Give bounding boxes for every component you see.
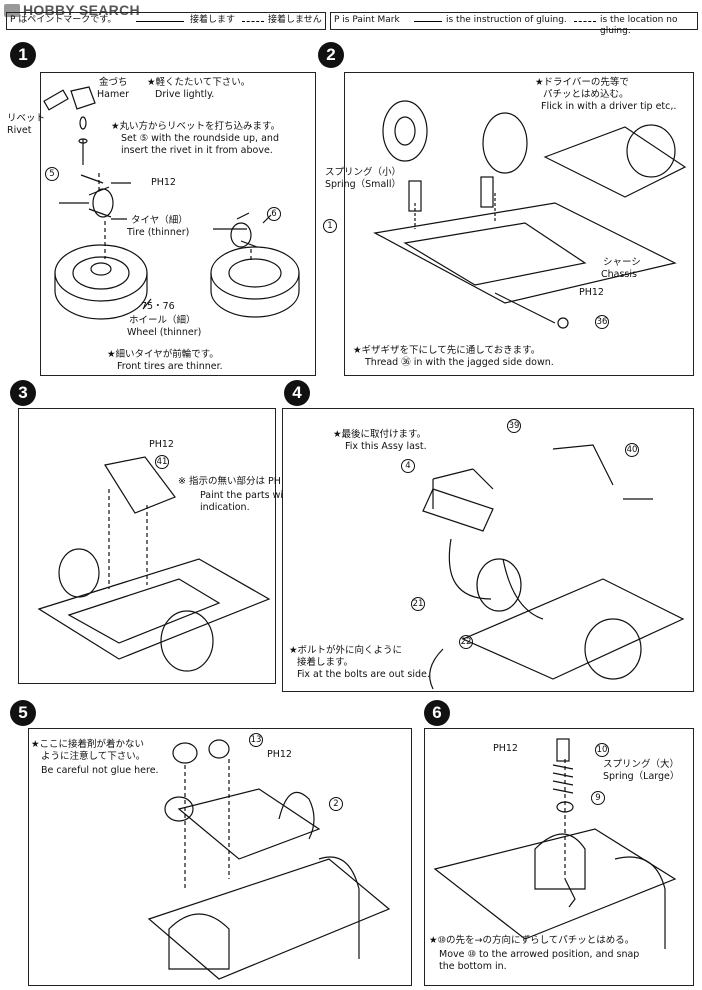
hammer-label-jp: 金づち bbox=[99, 77, 128, 88]
last-note-en: Fix this Assy last. bbox=[345, 441, 427, 452]
careful-note-jp-1: ★ここに接着剤が着かない bbox=[31, 739, 145, 750]
paint-mark-1: PH12 bbox=[151, 177, 176, 188]
part-36-label: 36 bbox=[595, 315, 609, 329]
set-note-en-1: Set ⑤ with the roundside up, and bbox=[121, 133, 279, 144]
step-4-illustration bbox=[422, 444, 685, 690]
site-logo: HOBBY SEARCH bbox=[4, 2, 140, 18]
thread-note-en: Thread ㊱ in with the jagged side down. bbox=[365, 357, 554, 368]
step-6-illustration bbox=[433, 738, 677, 949]
front-note-en: Front tires are thinner. bbox=[117, 361, 223, 372]
wheel-label-jp: ホイール（細） bbox=[129, 315, 196, 326]
part-4-label: 4 bbox=[401, 459, 415, 473]
legend-paint-en: P is Paint Mark bbox=[334, 15, 400, 25]
driver-note-jp-2: パチッとはめ込む。 bbox=[543, 89, 629, 100]
rivet-label-en: Rivet bbox=[7, 125, 32, 136]
part-13-label: 13 bbox=[249, 733, 263, 747]
paint-mark-2: PH12 bbox=[579, 287, 604, 298]
bolt-note-jp-2: 接着します。 bbox=[297, 657, 354, 668]
step-1-panel: 金づち Hamer リベット Rivet ★軽くたたいて下さい。 Drive l… bbox=[7, 72, 316, 376]
move-note-jp: ★⑩の先を→の方向にずらしてパチッとはめる。 bbox=[429, 935, 635, 946]
part-6-label: 6 bbox=[267, 207, 281, 221]
legend-noglue-text: 接着しません bbox=[268, 15, 322, 25]
step-1-number: 1 bbox=[10, 42, 36, 68]
part-5-label: 5 bbox=[45, 167, 59, 181]
set-note-jp: ★丸い方からリベットを打ち込みます。 bbox=[111, 121, 281, 132]
rivet-label-jp: リベット bbox=[7, 113, 46, 124]
front-note-jp: ★細いタイヤが前輪です。 bbox=[107, 349, 219, 360]
chassis-label-en: Chassis bbox=[601, 269, 637, 280]
drive-note-en: Drive lightly. bbox=[155, 89, 215, 100]
step-5-number: 5 bbox=[10, 700, 36, 726]
noglue-line-en bbox=[574, 21, 596, 22]
part-21-label: 21 bbox=[411, 597, 425, 611]
part-40-label: 40 bbox=[625, 443, 639, 457]
part-41-label: 41 bbox=[155, 455, 169, 469]
step-3-illustration bbox=[37, 456, 271, 672]
bolt-note-jp-1: ★ボルトが外に向くように bbox=[289, 645, 403, 656]
set-note-en-2: insert the rivet in it from above. bbox=[121, 145, 273, 156]
noglue-line bbox=[242, 21, 264, 22]
legend-noglue-en: is the location no gluing. bbox=[600, 15, 678, 36]
paint-mark-5: PH12 bbox=[267, 749, 292, 760]
spring-large-en: Spring（Large） bbox=[603, 771, 680, 782]
spring-small-en: Spring（Small） bbox=[325, 179, 402, 190]
wheel-label-en: Wheel (thinner) bbox=[127, 327, 202, 338]
driver-note-en: Flick in with a driver tip etc,. bbox=[541, 101, 677, 112]
part-10-label: 10 bbox=[595, 743, 609, 757]
step-3-panel: PH12 41 bbox=[18, 408, 276, 684]
step-5-panel: ★ここに接着剤が着かない ように注意して下さい。 Be careful not … bbox=[28, 728, 412, 986]
thread-note-jp: ★ギザギザを下にして先に通しておきます。 bbox=[353, 345, 541, 356]
drive-note-jp: ★軽くたたいて下さい。 bbox=[147, 77, 251, 88]
part-1-label: 1 bbox=[323, 219, 337, 233]
careful-note-jp-2: ように注意して下さい。 bbox=[41, 751, 146, 762]
step-2-panel: ★ドライバーの先等で パチッとはめ込む。 Flick in with a dri… bbox=[323, 72, 694, 376]
step-6-number: 6 bbox=[424, 700, 450, 726]
part-39-label: 39 bbox=[507, 419, 521, 433]
step-2-number: 2 bbox=[318, 42, 344, 68]
step-4-panel: ★最後に取付けます。 Fix this Assy last. 39 4 40 2… bbox=[282, 408, 694, 692]
step-6-panel: PH12 10 スプリング（大） Spring（Large） 9 ★⑩の先を→の… bbox=[424, 728, 694, 986]
legend-paint-text: P はペイントマークです。 bbox=[10, 15, 117, 25]
driver-note-jp-1: ★ドライバーの先等で bbox=[535, 77, 629, 88]
spring-large-jp: スプリング（大） bbox=[603, 759, 680, 770]
paint-mark-6: PH12 bbox=[493, 743, 518, 754]
legend-glue-en: is the instruction of gluing. bbox=[446, 15, 567, 25]
legend-glue-text: 接着します bbox=[190, 15, 236, 25]
step-5-illustration bbox=[147, 739, 391, 980]
part-9-label: 9 bbox=[591, 791, 605, 805]
paint-note-en-2: indication. bbox=[200, 502, 250, 513]
tire-label-jp: タイヤ（細） bbox=[131, 215, 188, 226]
part-75-76-label: 75・76 bbox=[141, 301, 175, 312]
tire-label-en: Tire (thinner) bbox=[127, 227, 190, 238]
hammer-label-en: Hamer bbox=[97, 89, 129, 100]
spring-small-jp: スプリング（小） bbox=[325, 167, 402, 178]
paint-note-jp: ※ 指示の無い部分は PH12 で塗装します。 bbox=[178, 476, 362, 487]
last-note-jp: ★最後に取付けます。 bbox=[333, 429, 427, 440]
part-22-label: 22 bbox=[459, 635, 473, 649]
bolt-note-en: Fix at the bolts are out side. bbox=[297, 669, 430, 680]
step-3-number: 3 bbox=[10, 380, 36, 406]
move-note-en-2: the bottom in. bbox=[439, 961, 507, 972]
paint-mark-3: PH12 bbox=[149, 439, 174, 450]
glue-line bbox=[136, 21, 184, 22]
part-2-label: 2 bbox=[329, 797, 343, 811]
chassis-label-jp: シャーシ bbox=[603, 257, 641, 268]
step-2-illustration bbox=[373, 100, 687, 329]
careful-note-en: Be careful not glue here. bbox=[41, 765, 159, 776]
move-note-en-1: Move ⑩ to the arrowed position, and snap bbox=[439, 949, 640, 960]
step-4-number: 4 bbox=[284, 380, 310, 406]
glue-line-en bbox=[414, 21, 442, 22]
step-1-illustration bbox=[43, 86, 300, 320]
